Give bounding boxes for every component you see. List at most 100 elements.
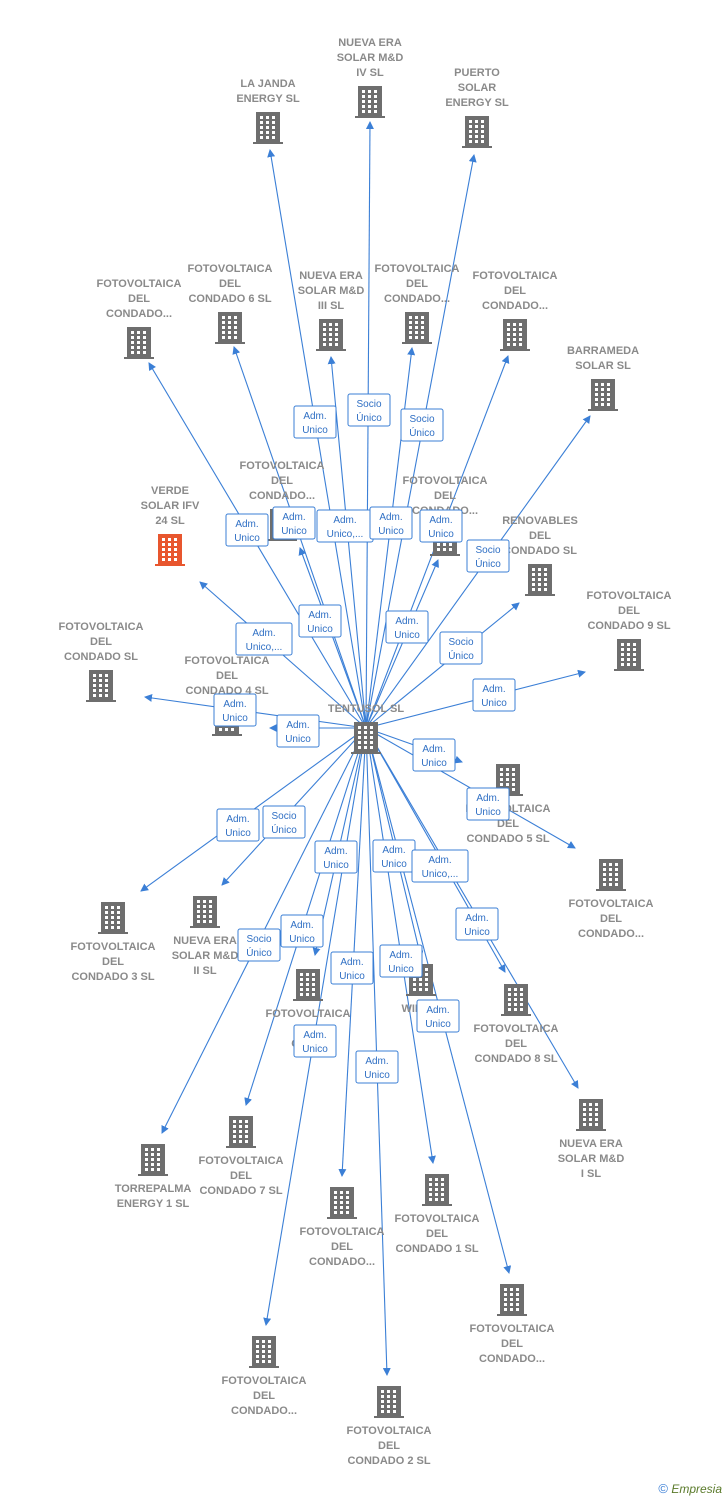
- fv-condado-d-label-line: CONDADO...: [249, 490, 315, 502]
- relation-badge-fv-condado-f[interactable]: Adm.Unico: [466, 787, 510, 821]
- relation-label-line: Adm.: [389, 950, 412, 961]
- relation-badge-fv-condado-a[interactable]: Adm.Unico: [225, 513, 269, 547]
- relation-badge-fv-condado-7[interactable]: Adm. Unico: [280, 914, 324, 948]
- relation-badge-nueva-era-i[interactable]: Adm.Unico: [455, 907, 499, 941]
- relation-label-line: Adm.: [290, 920, 313, 931]
- fv-condado-d-label-line: DEL: [271, 475, 293, 487]
- node-tentusol[interactable]: TENTUSOL SL: [328, 703, 404, 754]
- nueva-era-iv-label-line: SOLAR M&D: [337, 52, 404, 64]
- fv-condado-sl-label-line: DEL: [90, 636, 112, 648]
- relation-badge-fv-condado-8[interactable]: Adm.Unico,...: [411, 849, 469, 883]
- fv-condado-c-label-line: FOTOVOLTAICA: [473, 270, 558, 282]
- relation-badge-fv-condado-b[interactable]: Adm.Unico: [369, 506, 413, 540]
- building-icon: [525, 564, 555, 596]
- relation-label-line: Adm.: [340, 957, 363, 968]
- relation-label-line: Adm.: [282, 512, 305, 523]
- fv-condado-i-label-line: CONDADO...: [479, 1353, 545, 1365]
- relation-badge-fv-condado-3[interactable]: Adm.Unico: [216, 808, 260, 842]
- edge-to-renovables: [365, 602, 520, 729]
- fv-condado-a-label-line: CONDADO...: [106, 308, 172, 320]
- fv-condado-c-label-line: CONDADO...: [482, 300, 548, 312]
- relation-badge-la-janda[interactable]: Adm.Unico: [293, 405, 337, 439]
- relation-label-line: Adm.: [465, 913, 488, 924]
- fv-condado-7-label-line: DEL: [230, 1170, 252, 1182]
- puerto-solar-label-line: PUERTO: [454, 67, 500, 79]
- fv-condado-g-label-line: FOTOVOLTAICA: [266, 1008, 351, 1020]
- relation-label-line: Unico: [302, 425, 328, 436]
- renovables-label-line: DEL: [529, 530, 551, 542]
- building-icon: [351, 722, 381, 754]
- building-icon: [402, 312, 432, 344]
- building-icon: [501, 984, 531, 1016]
- fv-condado-b-label-line: DEL: [406, 278, 428, 290]
- relation-badge-nueva-era-iii[interactable]: Adm.Unico,...: [316, 509, 374, 543]
- fv-condado-sl-label-line: CONDADO SL: [64, 651, 138, 663]
- node-fv-condado-h[interactable]: FOTOVOLTAICADELCONDADO...: [300, 1187, 385, 1268]
- fv-condado-6-label-line: CONDADO 6 SL: [188, 293, 271, 305]
- building-icon: [596, 859, 626, 891]
- relation-badge-wing[interactable]: Adm.Unico: [372, 839, 416, 873]
- nueva-era-iii-label-line: SOLAR M&D: [298, 285, 365, 297]
- relation-badge-verde-solar[interactable]: Adm.Unico,...: [235, 622, 293, 656]
- relation-badge-fv-condado-9[interactable]: Adm.Unico: [472, 678, 516, 712]
- relation-label-line: Unico: [289, 934, 315, 945]
- relation-label-line: Unico: [234, 533, 260, 544]
- relation-label-line: Unico: [364, 1070, 390, 1081]
- fv-condado-2-label-line: DEL: [378, 1440, 400, 1452]
- node-fv-condado-j[interactable]: FOTOVOLTAICADELCONDADO...: [222, 1336, 307, 1417]
- relation-label-line: Unico: [323, 860, 349, 871]
- node-fv-condado-c[interactable]: FOTOVOLTAICADELCONDADO...: [473, 270, 558, 351]
- fv-condado-5-label-line: DEL: [497, 818, 519, 830]
- relation-badge-fv-condado-i[interactable]: Adm.Unico: [416, 999, 460, 1033]
- relation-label-line: Unico: [481, 698, 507, 709]
- relation-badge-fv-condado-d[interactable]: Adm.Unico: [298, 604, 342, 638]
- barrameda-label-line: SOLAR SL: [575, 360, 631, 372]
- relation-badge-fv-condado-j[interactable]: Adm.Unico: [293, 1024, 337, 1058]
- relation-badge-fv-condado-2[interactable]: Adm.Unico: [355, 1050, 399, 1084]
- relation-badge-fv-condado-6[interactable]: Adm.Unico: [272, 506, 316, 540]
- fv-condado-7-label-line: FOTOVOLTAICA: [199, 1155, 284, 1167]
- node-fv-condado-f[interactable]: FOTOVOLTAICADELCONDADO...: [569, 859, 654, 940]
- fv-condado-9-label-line: DEL: [618, 605, 640, 617]
- node-fv-condado-a[interactable]: FOTOVOLTAICADELCONDADO...: [97, 278, 182, 359]
- relation-badge-fv-condado-c[interactable]: Adm.Unico: [419, 509, 463, 543]
- nueva-era-ii-label-line: SOLAR M&D: [172, 950, 239, 962]
- node-fv-condado-b[interactable]: FOTOVOLTAICADELCONDADO...: [375, 263, 460, 344]
- relation-badge-fv-condado-g[interactable]: Adm.Unico: [314, 840, 358, 874]
- brand-name[interactable]: Empresia: [671, 1482, 722, 1496]
- relation-badge-fv-condado-sl[interactable]: Adm.Unico: [213, 693, 257, 727]
- relation-badge-fv-condado-5[interactable]: Adm.Unico: [412, 738, 456, 772]
- relation-badge-fv-condado-h[interactable]: Adm.Unico: [330, 951, 374, 985]
- relation-badge-fv-condado-1[interactable]: Adm.Unico: [379, 944, 423, 978]
- relation-badge-fv-condado-e[interactable]: Adm.Unico: [385, 610, 429, 644]
- relation-label-line: Socio: [475, 545, 500, 556]
- relation-badge-fv-condado-4[interactable]: Adm.Unico: [276, 714, 320, 748]
- nueva-era-iii-label-line: NUEVA ERA: [299, 270, 363, 282]
- relation-label-line: Unico,...: [422, 869, 459, 880]
- node-fv-condado-i[interactable]: FOTOVOLTAICADELCONDADO...: [470, 1284, 555, 1365]
